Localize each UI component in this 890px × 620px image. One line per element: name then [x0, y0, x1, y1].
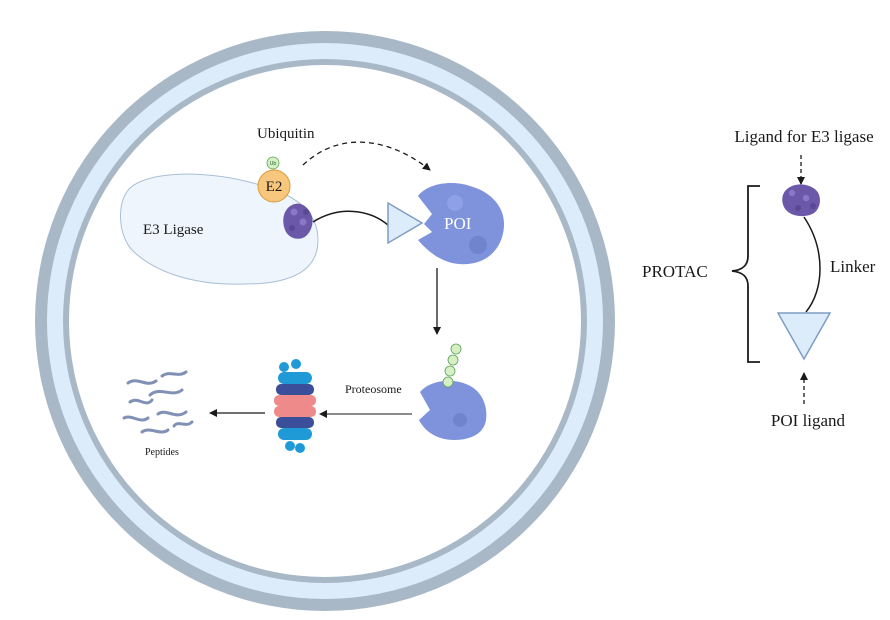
- proteasome-icon: [274, 359, 316, 453]
- ub-label: Ub: [270, 161, 277, 167]
- legend-poi-ligand-triangle: [776, 312, 832, 361]
- e3-ligase-label: E3 Ligase: [143, 222, 204, 238]
- protac-linker: [312, 210, 389, 226]
- ub-chain-3: [444, 365, 456, 377]
- poi-ligand-label: POI ligand: [771, 411, 846, 430]
- ub-chain-2: [447, 354, 459, 366]
- ub-chain-4: [442, 376, 454, 388]
- ubiquitinated-poi-icon: [419, 380, 487, 440]
- ub-chain-1: [450, 343, 462, 355]
- poi-texture-2: [469, 236, 487, 254]
- ubiquitin-label: Ubiquitin: [257, 126, 315, 142]
- protac-label: PROTAC: [642, 262, 708, 281]
- poi-texture-1: [447, 195, 463, 211]
- poi-label: POI: [444, 214, 472, 233]
- e2-enzyme: [257, 169, 291, 203]
- ligand-e3-label: Ligand for E3 ligase: [734, 127, 873, 146]
- e3-ligand-molecule-icon: [283, 203, 313, 239]
- legend-linker-curve: [803, 216, 821, 313]
- peptides-label: Peptides: [145, 447, 179, 458]
- legend-e3-ligand-icon: [782, 184, 820, 217]
- protac-bracket: [731, 185, 760, 363]
- peptides-icon: [122, 370, 194, 434]
- e2-label: E2: [266, 179, 283, 195]
- proteosome-label: Proteosome: [345, 382, 402, 396]
- cell: [35, 31, 615, 611]
- linker-label: Linker: [830, 257, 876, 276]
- cytoplasm: [69, 65, 581, 577]
- ubiquitin-chain: [442, 343, 462, 388]
- poi-ligand-triangle: [387, 201, 424, 245]
- ubiquitin-icon: [266, 156, 280, 170]
- e3-ligase-shape: [119, 173, 319, 285]
